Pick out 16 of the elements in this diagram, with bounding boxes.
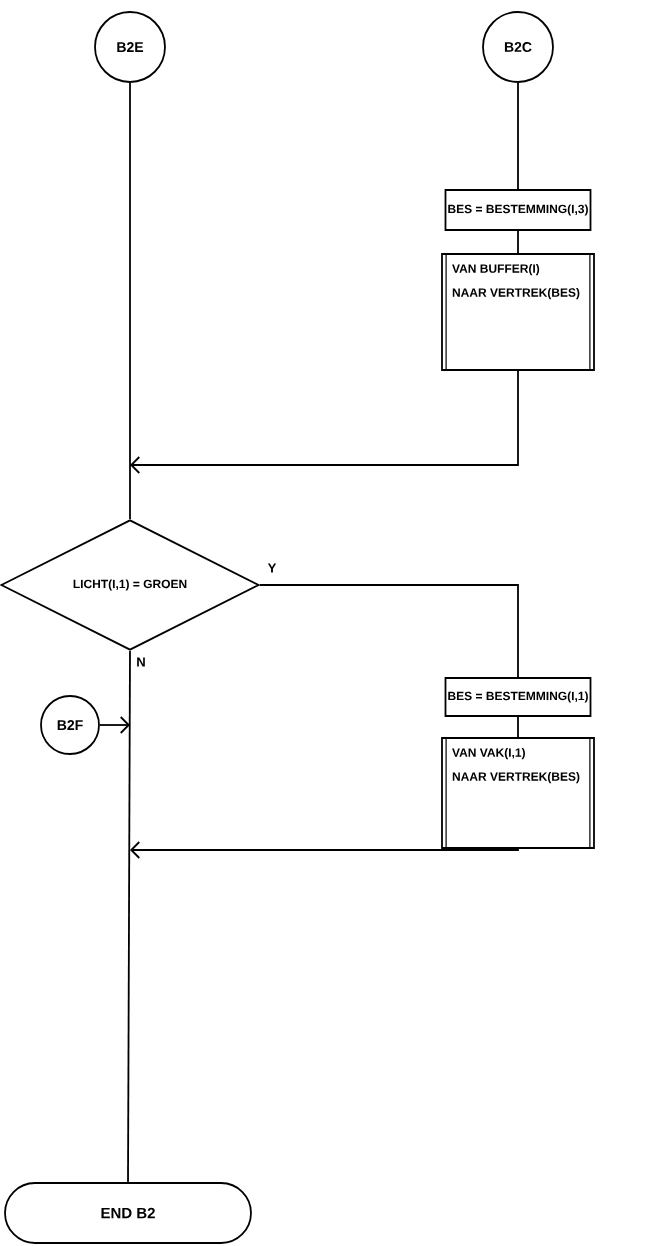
connector	[127, 650, 131, 1183]
terminal-box: END B2	[4, 1182, 252, 1244]
edge-label: N	[135, 656, 147, 668]
connector	[517, 230, 519, 254]
connector	[99, 716, 130, 734]
connector	[517, 82, 519, 190]
connector	[130, 370, 519, 474]
connector	[130, 841, 519, 859]
connector	[259, 584, 519, 678]
process-box: BES = BESTEMMING(I,1)	[444, 677, 592, 717]
subroutine-box: VAN VAK(I,1) NAAR VERTREK(BES)	[441, 736, 595, 850]
edge-label: Y	[266, 562, 278, 574]
process-box: BES = BESTEMMING(I,3)	[444, 189, 592, 231]
subroutine-box: VAN BUFFER(I) NAAR VERTREK(BES)	[441, 252, 595, 372]
connector	[517, 716, 519, 738]
connector	[129, 82, 131, 520]
